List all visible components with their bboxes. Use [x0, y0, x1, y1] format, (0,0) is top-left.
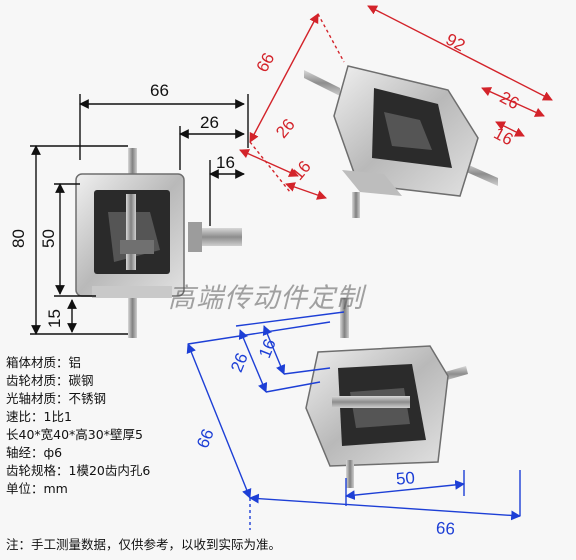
spec-ratio: 速比：1比1: [6, 409, 72, 424]
spec-gear-material: 齿轮材质：碳钢: [6, 373, 94, 388]
disclaimer-note: 注：手工测量数据，仅供参考，以收到实际为准。: [6, 537, 282, 552]
spec-list: 箱体材质：铝 齿轮材质：碳钢 光轴材质：不锈钢 速比：1比1 长40*宽40*高…: [6, 354, 238, 498]
front-shaft-offset-label: 26: [200, 113, 219, 132]
spec-housing-material: 箱体材质：铝: [6, 355, 82, 370]
front-base-label: 15: [45, 309, 64, 328]
front-inner-label: 50: [39, 229, 58, 248]
iso-bottom-inner-label: 50: [395, 468, 416, 489]
spec-shaft-diameter: 轴经：ф6: [6, 445, 63, 460]
iso-top-dim-lines: [239, 5, 553, 200]
iso-bottom-gearbox: [305, 298, 468, 488]
watermark-text: 高端传动件定制: [168, 283, 364, 314]
iso-bottom-dim-lines: [186, 311, 521, 530]
spec-unit: 单位：mm: [6, 481, 68, 496]
iso-bottom-width-label: 66: [435, 518, 456, 539]
front-shaft-len-label: 16: [216, 153, 235, 172]
iso-top-gearbox: [304, 65, 498, 218]
front-width-label: 66: [150, 81, 169, 100]
front-height-label: 80: [9, 229, 28, 248]
spec-shaft-material: 光轴材质：不锈钢: [6, 391, 107, 406]
spec-gear-spec: 齿轮规格：1模20齿内孔6: [6, 463, 151, 478]
front-gearbox: [75, 148, 242, 338]
spec-dimensions: 长40*宽40*高30*壁厚5: [6, 427, 143, 442]
front-dim-lines: [30, 94, 249, 335]
